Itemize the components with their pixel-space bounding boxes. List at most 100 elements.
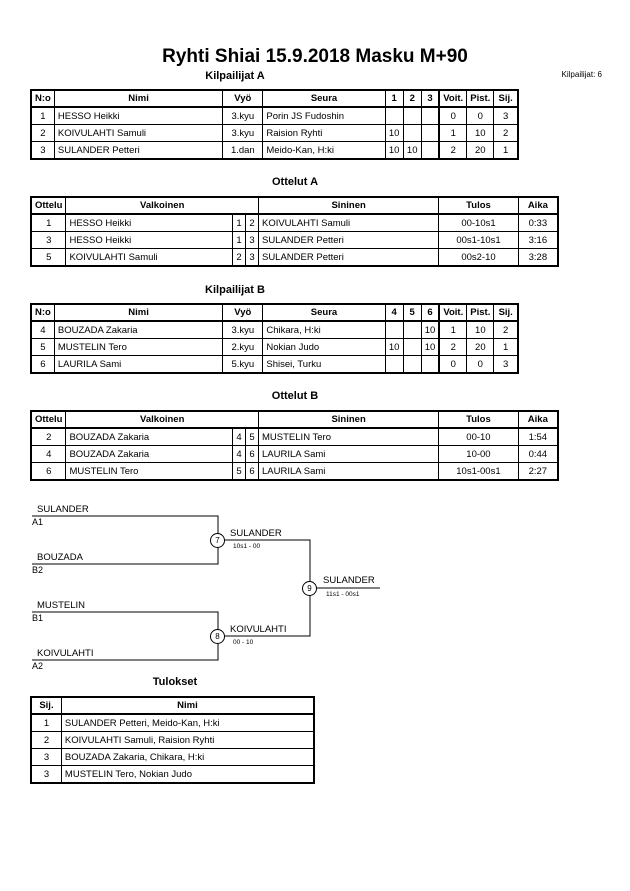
col-time: Aika	[517, 410, 559, 429]
pool-b-heading: Kilpailijat B	[205, 284, 265, 296]
table-cell: 2	[493, 124, 519, 142]
table-cell: Meido-Kan, H:ki	[262, 141, 386, 160]
seed-1-name: SULANDER	[37, 504, 89, 515]
seed-2-pos: B2	[32, 565, 44, 575]
pool-b-table: N:o Nimi Vyö Seura 4 5 6 Voit. Pist. Sij…	[30, 303, 519, 374]
matches-b-header-row: Ottelu Valkoinen Sininen Tulos Aika	[30, 410, 559, 429]
col-belt: Vyö	[222, 89, 264, 108]
table-cell: SULANDER Petteri	[257, 231, 440, 249]
results-heading: Tulokset	[152, 676, 198, 688]
table-cell: 00s2-10	[438, 248, 519, 267]
table-cell: KOIVULAHTI Samuli	[53, 124, 224, 142]
col-match: Ottelu	[30, 196, 67, 215]
final-winner: SULANDER	[323, 575, 375, 586]
table-cell: 2.kyu	[222, 338, 264, 356]
table-cell: SULANDER Petteri	[53, 141, 224, 160]
col-rank: Sij.	[30, 696, 62, 715]
competitors-count: Kilpailijat: 6	[561, 70, 602, 79]
table-cell: Shisei, Turku	[262, 355, 386, 374]
table-cell: LAURILA Sami	[258, 462, 440, 481]
col-name: Nimi	[53, 89, 224, 108]
semi-1-score: 10s1 - 00	[233, 543, 261, 550]
table-cell: 0	[466, 355, 495, 374]
table-cell: 10-00	[438, 445, 519, 463]
table-cell: SULANDER Petteri	[257, 248, 440, 267]
col-club: Seura	[262, 89, 386, 108]
table-cell: 2	[438, 141, 468, 160]
col-no: N:o	[30, 89, 55, 108]
table-cell: 2	[438, 338, 468, 356]
semi-2-winner: KOIVULAHTI	[230, 624, 287, 635]
table-cell: KOIVULAHTI Samuli, Raision Ryhti	[60, 731, 315, 749]
table-cell: 2	[30, 731, 62, 749]
table-cell: 10	[466, 320, 495, 339]
col-blue: Sininen	[257, 196, 440, 215]
table-cell: 5	[30, 248, 67, 267]
table-cell: 0:33	[517, 213, 559, 232]
final-score: 11s1 - 00s1	[326, 591, 360, 598]
pool-a-heading: Kilpailijat A	[205, 70, 265, 82]
table-cell: 1	[493, 338, 519, 356]
matches-a-heading: Ottelut A	[271, 176, 319, 188]
table-cell: 3	[30, 141, 55, 160]
table-cell: 3	[493, 355, 519, 374]
table-cell: MUSTELIN Tero	[53, 338, 224, 356]
table-cell: 4	[30, 320, 55, 339]
table-cell: BOUZADA Zakaria, Chikara, H:ki	[60, 748, 315, 766]
table-cell: 0:44	[517, 445, 559, 463]
seed-3-pos: B1	[32, 613, 44, 623]
table-cell: LAURILA Sami	[258, 445, 440, 463]
col-rank: Sij.	[493, 303, 519, 322]
table-cell: MUSTELIN Tero, Nokian Judo	[60, 765, 315, 784]
table-cell: 6	[30, 462, 67, 481]
table-cell: 10	[384, 338, 404, 356]
table-cell: 10s1-00s1	[438, 462, 519, 481]
results-header-row: Sij. Nimi	[30, 696, 315, 715]
table-cell: 3	[30, 748, 62, 766]
table-cell: 3:28	[517, 248, 559, 267]
pool-b-header-row: N:o Nimi Vyö Seura 4 5 6 Voit. Pist. Sij…	[30, 303, 519, 322]
col-wins: Voit.	[438, 303, 468, 322]
table-cell: 4	[30, 445, 67, 463]
col-rank: Sij.	[493, 89, 519, 108]
seed-2-name: BOUZADA	[37, 552, 83, 563]
bracket-line-middle	[218, 539, 311, 637]
seed-4-pos: A2	[32, 661, 44, 671]
col-result: Tulos	[438, 196, 519, 215]
table-cell: 3	[30, 765, 62, 784]
col-belt: Vyö	[222, 303, 264, 322]
seed-4-name: KOIVULAHTI	[37, 648, 94, 659]
table-cell: 2:27	[517, 462, 559, 481]
col-blue: Sininen	[258, 410, 440, 429]
semi-2-score: 00 - 10	[233, 639, 254, 646]
seed-3-name: MUSTELIN	[37, 600, 86, 611]
table-cell: 3	[30, 231, 67, 249]
table-cell: 10	[466, 124, 495, 142]
table-cell: 3:16	[517, 231, 559, 249]
match-7-number: 7	[210, 533, 225, 548]
col-white: Valkoinen	[65, 410, 260, 429]
col-no: N:o	[30, 303, 55, 322]
page-title: Ryhti Shiai 15.9.2018 Masku M+90	[162, 46, 468, 67]
col-match: Ottelu	[30, 410, 67, 429]
table-cell: 1:54	[517, 427, 559, 446]
table-cell: 2	[30, 124, 55, 142]
matches-b-heading: Ottelut B	[271, 390, 319, 402]
table-cell: 1	[30, 713, 62, 732]
